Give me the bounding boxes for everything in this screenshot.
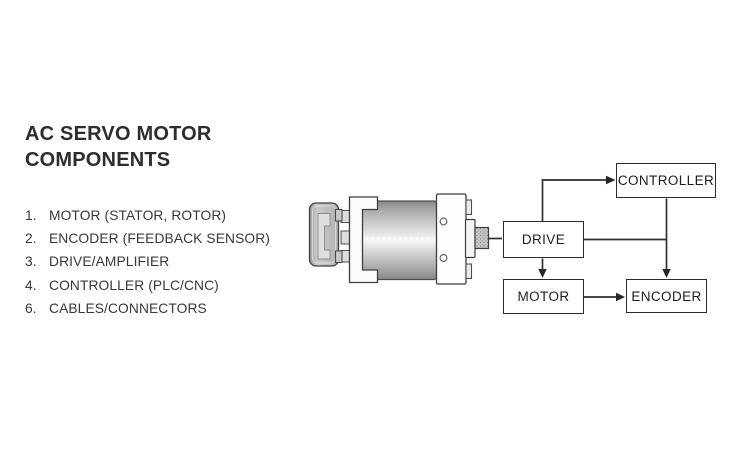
list-item: 1. MOTOR (STATOR, ROTOR): [25, 204, 270, 227]
page-title: AC SERVO MOTOR COMPONENTS: [25, 123, 212, 171]
flange-tab-bottom: [465, 263, 473, 280]
stator-body: [358, 200, 438, 281]
connection-lines: [488, 179, 668, 298]
conn-drive-to-controller: [541, 179, 607, 221]
shaft-collar: [464, 218, 476, 259]
cap-inner-highlight: [312, 205, 336, 264]
screw-top: [439, 217, 448, 226]
rear-end-bell: [348, 196, 379, 284]
list-item-label: ENCODER (FEEDBACK SENSOR): [49, 231, 270, 247]
list-item-number: 1.: [25, 208, 37, 223]
diagram-box-encoder: ENCODER: [626, 279, 707, 313]
list-item: 6. CABLES/CONNECTORS: [25, 297, 270, 320]
arrowhead-into-motor: [538, 269, 547, 278]
flange-tab-top: [465, 199, 473, 216]
motor-illustration: [308, 193, 490, 285]
diagram-box-controller: CONTROLLER: [616, 163, 716, 198]
screw-bottom: [439, 254, 448, 262]
cap-tab-top: [334, 208, 343, 222]
front-flange: [435, 193, 467, 285]
encoder-cap: [308, 202, 343, 267]
encoder-cap-window: [317, 213, 331, 260]
arrowhead-into-encoder-left: [616, 292, 625, 302]
list-item: 4. CONTROLLER (PLC/CNC): [25, 274, 270, 297]
shaft: [474, 226, 490, 250]
list-item-label: CABLES/CONNECTORS: [49, 300, 207, 316]
list-item-label: DRIVE/AMPLIFIER: [49, 254, 170, 270]
component-list: 1. MOTOR (STATOR, ROTOR) 2. ENCODER (FEE…: [25, 204, 270, 320]
arrowhead-into-encoder-top: [662, 269, 671, 278]
list-item-number: 6.: [25, 300, 37, 316]
diagram-box-label: CONTROLLER: [617, 173, 715, 188]
diagram-box-motor: MOTOR: [503, 279, 584, 314]
cap-tab-bottom: [334, 250, 343, 264]
diagram-box-label: MOTOR: [517, 289, 570, 304]
list-item-label: CONTROLLER (PLC/CNC): [49, 277, 219, 293]
list-item-number: 4.: [25, 277, 37, 293]
arrowhead-into-controller: [606, 175, 616, 185]
list-item: 3. DRIVE/AMPLIFIER: [25, 250, 270, 273]
arrowheads: [538, 175, 671, 302]
diagram-box-label: DRIVE: [521, 232, 566, 247]
list-item: 2. ENCODER (FEEDBACK SENSOR): [25, 227, 270, 250]
diagram-box-drive: DRIVE: [503, 221, 584, 258]
list-item-number: 3.: [25, 254, 37, 270]
list-item-number: 2.: [25, 231, 37, 247]
list-item-label: MOTOR (STATOR, ROTOR): [49, 208, 227, 223]
diagram-box-label: ENCODER: [631, 288, 702, 304]
